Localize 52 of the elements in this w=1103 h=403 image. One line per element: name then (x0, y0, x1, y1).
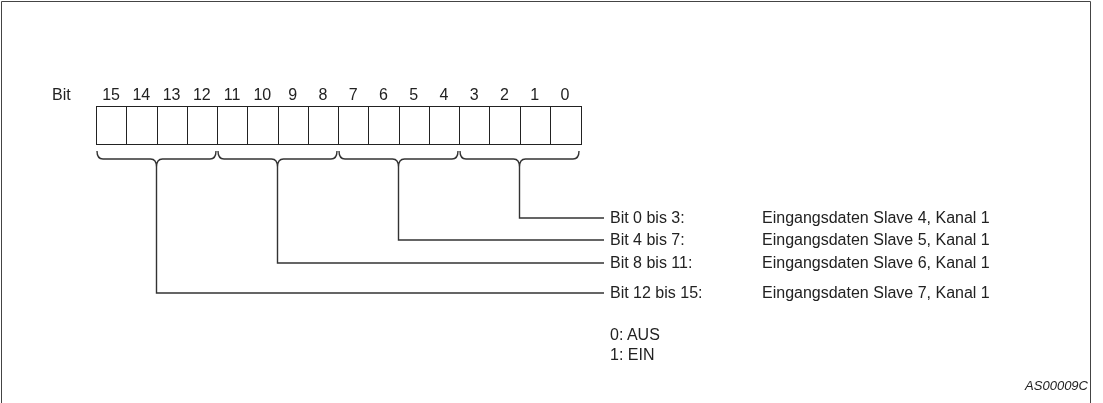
value-note: 0: AUS (610, 326, 660, 344)
bit-number: 14 (131, 86, 152, 104)
description-text: Eingangsdaten Slave 4, Kanal 1 (762, 209, 990, 227)
bit-range-label: Bit 4 bis 7: (610, 231, 685, 249)
bit-number: 2 (498, 86, 510, 104)
description-text: Eingangsdaten Slave 7, Kanal 1 (762, 284, 990, 302)
bit-cell (96, 106, 128, 145)
bit-cell (156, 106, 189, 145)
figure-id: AS00009C (1023, 377, 1088, 395)
bit-number: 0 (559, 86, 571, 104)
bit-cell (549, 106, 582, 145)
bit-cell (338, 106, 370, 145)
bit-cell (277, 106, 310, 145)
leader-line (155, 166, 605, 294)
bit-number: 12 (191, 86, 212, 104)
bit-number: 10 (252, 86, 273, 104)
bit-cell (489, 106, 521, 145)
bit-range-label: Bit 12 bis 15: (610, 284, 703, 302)
bit-cell (368, 106, 400, 145)
leader-line (276, 166, 605, 264)
register-label: Bit (52, 86, 71, 104)
curly-brace (338, 150, 459, 168)
bit-cell (126, 106, 158, 145)
curly-brace (96, 150, 217, 168)
curly-brace (217, 150, 338, 168)
description-text: Eingangsdaten Slave 6, Kanal 1 (762, 254, 990, 272)
bit-cell (307, 106, 340, 145)
leader-line (518, 166, 605, 219)
description-text: Eingangsdaten Slave 5, Kanal 1 (762, 231, 990, 249)
bit-number: 8 (317, 86, 329, 104)
bit-cell (519, 106, 552, 145)
bit-number: 7 (347, 86, 359, 104)
bit-range-label: Bit 8 bis 11: (610, 254, 693, 272)
bit-number: 5 (408, 86, 420, 104)
bit-number: 15 (101, 86, 121, 104)
leader-line (397, 166, 605, 241)
bit-cell (247, 106, 279, 145)
bit-number: 13 (161, 86, 182, 104)
bit-number: 4 (438, 86, 450, 104)
bit-cell (459, 106, 491, 145)
bit-number: 1 (529, 86, 541, 104)
bit-cell (186, 106, 219, 145)
bit-range-label: Bit 0 bis 3: (610, 209, 685, 227)
bit-cell (217, 106, 249, 145)
bit-number: 11 (222, 86, 242, 104)
curly-brace (459, 150, 580, 168)
bit-cell (428, 106, 461, 145)
bit-cell (398, 106, 431, 145)
value-note: 1: EIN (610, 346, 655, 364)
bit-number: 6 (377, 86, 389, 104)
bit-number: 3 (468, 86, 480, 104)
bit-number: 9 (287, 86, 299, 104)
